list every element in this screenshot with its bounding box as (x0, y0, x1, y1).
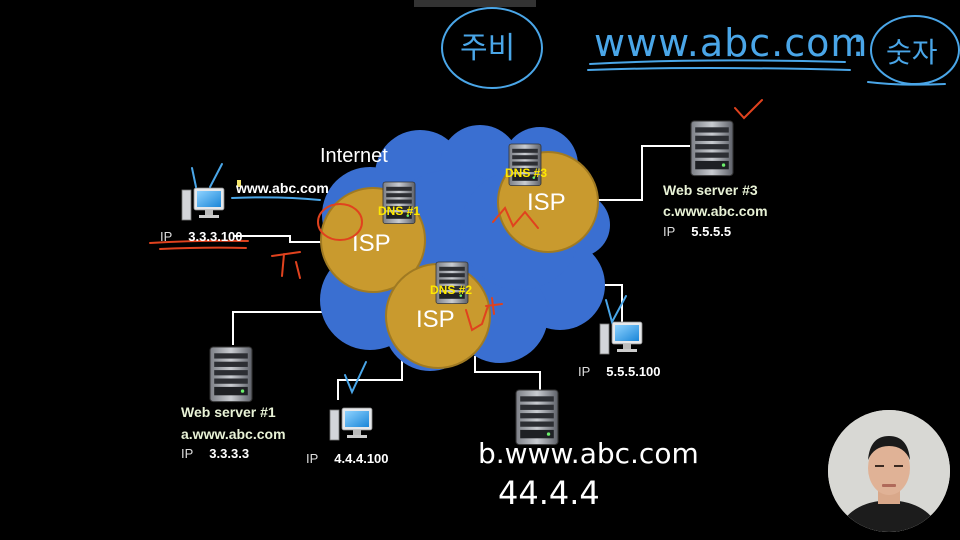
link-client-isp1 (233, 235, 322, 243)
handwriting-top-colon: : (852, 24, 864, 65)
recording-bar (414, 0, 536, 7)
ip-label: IP (578, 364, 591, 379)
web-server-1-name: Web server #1 (181, 404, 276, 420)
internet-title: Internet (320, 145, 388, 167)
client-main-pc-icon (181, 187, 225, 221)
dns-3-label: DNS #3 (505, 166, 547, 180)
client-mid-ip: IP 4.4.4.100 (306, 451, 389, 466)
webcam-overlay (828, 410, 950, 532)
ip-value: 3.3.3.100 (188, 229, 243, 244)
web-server-3-icon (690, 120, 734, 177)
isp-2-label: ISP (416, 306, 455, 333)
ip-value: 3.3.3.3 (209, 446, 250, 461)
client-right-ip: IP 5.5.5.100 (578, 364, 661, 379)
ip-label: IP (160, 229, 173, 244)
web-server-1-host: a.www.abc.com (181, 426, 286, 442)
client-mid-pc-icon (329, 407, 373, 441)
handwriting-top-right: 숫자 (886, 36, 938, 69)
web-server-3-ip: IP 5.5.5.5 (663, 224, 731, 239)
client-main-ip: IP 3.3.3.100 (160, 229, 243, 244)
red-ink-annotations (149, 99, 763, 332)
dns-1-label: DNS #1 (378, 204, 420, 218)
ip-value: 5.5.5.5 (691, 224, 732, 239)
link-isp2-ws2 (474, 356, 541, 390)
ip-label: IP (663, 224, 676, 239)
presenter-avatar (828, 410, 950, 532)
handwriting-bottom-ip: 44.4.4 (498, 474, 600, 512)
client-right-pc-icon (599, 321, 643, 355)
handwriting-top-url: www.abc.com (594, 21, 868, 65)
web-server-3-host: c.www.abc.com (663, 203, 768, 219)
ip-label: IP (181, 446, 194, 461)
ip-value: 5.5.5.100 (606, 364, 661, 379)
cursor-marker (237, 180, 241, 187)
web-server-3-name: Web server #3 (663, 182, 758, 198)
handwriting-bottom-domain: b.www.abc.com (478, 437, 699, 470)
client-main-domain: www.abc.com (236, 180, 329, 196)
dns-2-label: DNS #2 (430, 283, 472, 297)
handwriting-top-left: 주비 (460, 31, 515, 66)
blue-ink-annotations (191, 7, 960, 395)
web-server-1-ip: IP 3.3.3.3 (181, 446, 249, 461)
ip-value: 4.4.4.100 (334, 451, 389, 466)
ip-label: IP (306, 451, 319, 466)
isp-1-label: ISP (352, 230, 391, 257)
web-server-1-icon (209, 346, 253, 403)
isp-3-label: ISP (527, 189, 566, 216)
link-client-mid-isp2 (337, 355, 403, 400)
link-isp3-ws3 (598, 145, 690, 201)
